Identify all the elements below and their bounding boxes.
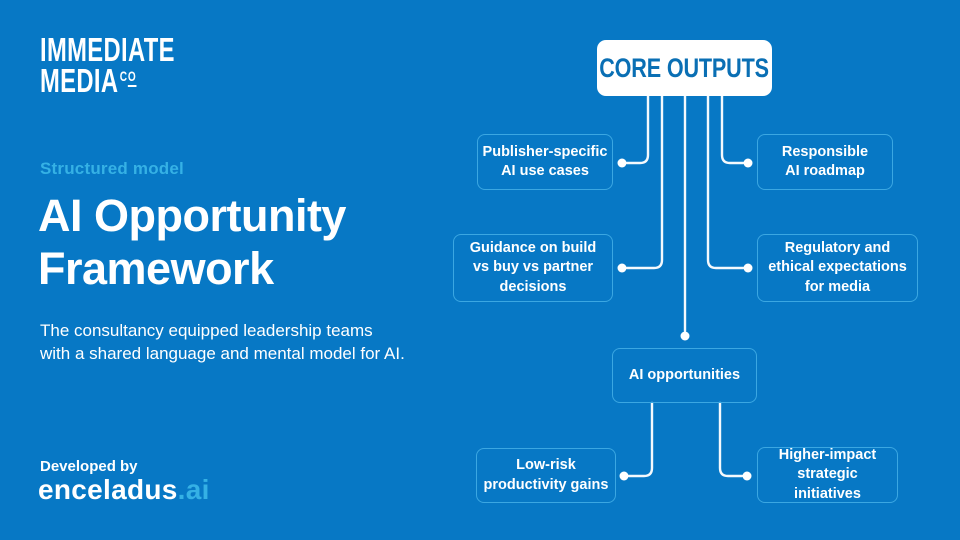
connector-responsible [720, 94, 745, 165]
page-title: AI Opportunity Framework [38, 190, 346, 294]
subtitle-text: The consultancy equipped leadership team… [40, 321, 405, 363]
node-higher-impact-strategic-initiatives: Higher-impact strategic initiatives [757, 447, 898, 503]
immediate-media-logo: IMMEDIATE MEDIACO [40, 31, 227, 97]
logo-co-superscript: CO [120, 63, 137, 90]
brand-tld: .ai [177, 474, 210, 505]
logo-line-2: MEDIACO [40, 63, 175, 97]
connector-dot-lowrisk [619, 471, 629, 481]
core-outputs-label: CORE OUTPUTS [599, 52, 770, 83]
connector-guidance [625, 94, 664, 270]
logo-line-1: IMMEDIATE [40, 31, 175, 68]
logo-suffix-c: C [119, 68, 128, 84]
connector-lowrisk [627, 401, 654, 478]
connector-dot-guidance [617, 263, 627, 273]
connector-dot-responsible [743, 158, 753, 168]
connector-dot-regulatory [743, 263, 753, 273]
connector-dot-publisher [617, 158, 627, 168]
node-responsible-ai-roadmap: Responsible AI roadmap [757, 134, 893, 190]
node-core-outputs: CORE OUTPUTS [597, 40, 772, 96]
eyebrow-label: Structured model [40, 159, 184, 178]
node-guidance-build-buy-partner: Guidance on build vs buy vs partner deci… [453, 234, 613, 302]
connector-dot-higherimpact [742, 471, 752, 481]
connector-higherimpact [718, 401, 744, 478]
enceladus-logo: enceladus.ai [38, 474, 210, 506]
logo-media-text: MEDIA [40, 62, 119, 99]
node-low-risk-productivity-gains: Low-risk productivity gains [476, 448, 616, 503]
connector-publisher [625, 94, 650, 165]
connector-regulatory [706, 94, 745, 270]
developed-by-label: Developed by [40, 458, 138, 475]
node-regulatory-ethical-expectations: Regulatory and ethical expectations for … [757, 234, 918, 302]
brand-name: enceladus [38, 474, 178, 505]
node-ai-opportunities: AI opportunities [612, 348, 757, 403]
connector-dot-opportunities [680, 331, 690, 341]
node-publisher-specific-ai-use-cases: Publisher-specific AI use cases [477, 134, 613, 190]
logo-suffix-o: O [127, 68, 137, 87]
